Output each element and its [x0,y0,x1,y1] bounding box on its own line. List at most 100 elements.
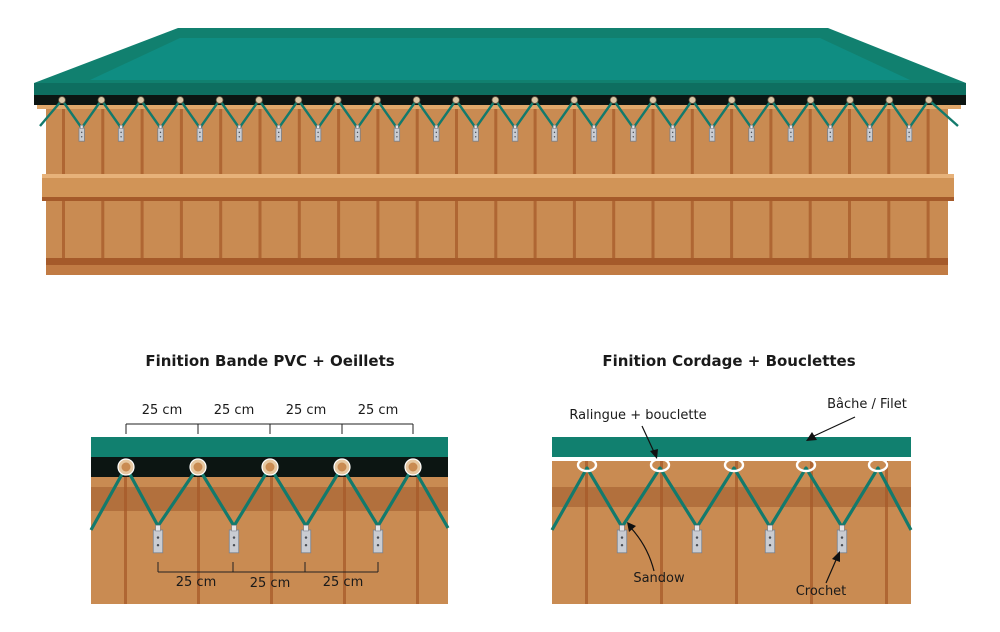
hook-tip [303,524,309,532]
sandow-arrow [627,522,655,572]
hook-screw [277,131,280,134]
hook-screw [120,136,122,138]
eyelet-hole [121,462,131,472]
hook-screw [695,536,699,539]
hook-screw [317,136,319,138]
eyelet [491,96,500,104]
hook-tip [868,124,872,129]
hook-screw [790,136,792,138]
hook-plate [905,127,913,142]
hook-screw [396,136,398,138]
plank-line [270,458,273,604]
crochet-label: Crochet [796,584,847,599]
eyelet [255,96,263,104]
hook-plate [117,127,125,142]
hook-screw [277,136,280,138]
eyelet [294,96,303,104]
plank-line [343,458,346,604]
hook-tip [767,524,773,532]
hook-plate [196,127,204,142]
hook-screw [593,131,595,134]
eyelet [688,96,697,104]
bouclette-loop [576,457,598,473]
hook-screw [120,131,122,134]
hook-plate [551,127,558,142]
spacing-label: 25 cm [142,403,183,418]
eyelet [885,96,894,104]
right-planks [585,458,888,604]
spacing-label: 25 cm [176,575,217,590]
hook-screw [553,131,556,134]
eyelet [727,96,736,104]
hook-plate [157,127,164,142]
eyelet [530,96,539,104]
hook-plate [78,127,85,142]
right-title: Finition Cordage + Bouclettes [602,352,855,370]
hook-tip [231,524,237,532]
hook-screw [868,136,871,138]
hook-screw [829,131,832,134]
hook-screw [768,536,772,539]
hook-screw [711,136,713,138]
eyelet [846,96,854,104]
hook-plate [669,127,676,142]
eyelet [215,96,224,104]
hook-screw [593,136,595,138]
plank-line [660,458,663,604]
right-cover [552,437,911,457]
bache-label: Bâche / Filet [827,397,907,412]
hook-screw [159,136,162,138]
hook-plate [354,127,361,142]
hook-screw [514,136,516,138]
eyelet [176,96,185,104]
hook-screw [750,131,753,134]
sandow-cord [550,466,913,531]
spacing-label: 25 cm [286,403,327,418]
hook-tip [631,124,635,129]
hook-plate [691,529,703,554]
hook-tip [119,124,123,129]
plank-line [416,458,419,604]
hook-plate [393,127,401,142]
hook-screw [768,543,772,547]
hook-screw [474,136,477,138]
bouclette-loop [649,457,671,473]
hook-screw [317,131,319,134]
hook-tip [552,124,557,129]
hook-plate [228,529,240,554]
hook-tip [198,124,202,129]
hook-plate [590,127,598,142]
eyelet [97,96,106,104]
hook-screw [156,543,160,547]
pool-rigging [39,96,959,142]
hook-screw [620,536,624,539]
plank-line [124,458,127,604]
hook-tip [277,124,281,129]
eyelet-hole [193,462,203,472]
spacing-label: 25 cm [358,403,399,418]
hook-screw [790,131,792,134]
hook-screw [632,136,635,138]
hook-plate [472,127,479,142]
bache-arrow [806,416,856,441]
spacing-label: 25 cm [250,576,291,591]
hook-screw [711,131,713,134]
hook-screw [620,543,624,547]
plank-line [810,458,813,604]
hook-screw [304,536,308,539]
hook-plate [764,529,776,554]
hook-plate [827,127,834,142]
plank-line [885,458,888,604]
left-title: Finition Bande PVC + Oeillets [145,352,394,370]
hook-plate [300,529,312,554]
hook-screw [376,536,380,539]
hook-screw [356,136,359,138]
left-rigging [89,458,450,554]
hook-plate [236,127,243,142]
eyelet [570,96,578,104]
hook-plate [152,529,164,554]
eyelet [609,96,618,104]
hook-screw [840,543,844,547]
pool-pvc-band [34,95,966,105]
